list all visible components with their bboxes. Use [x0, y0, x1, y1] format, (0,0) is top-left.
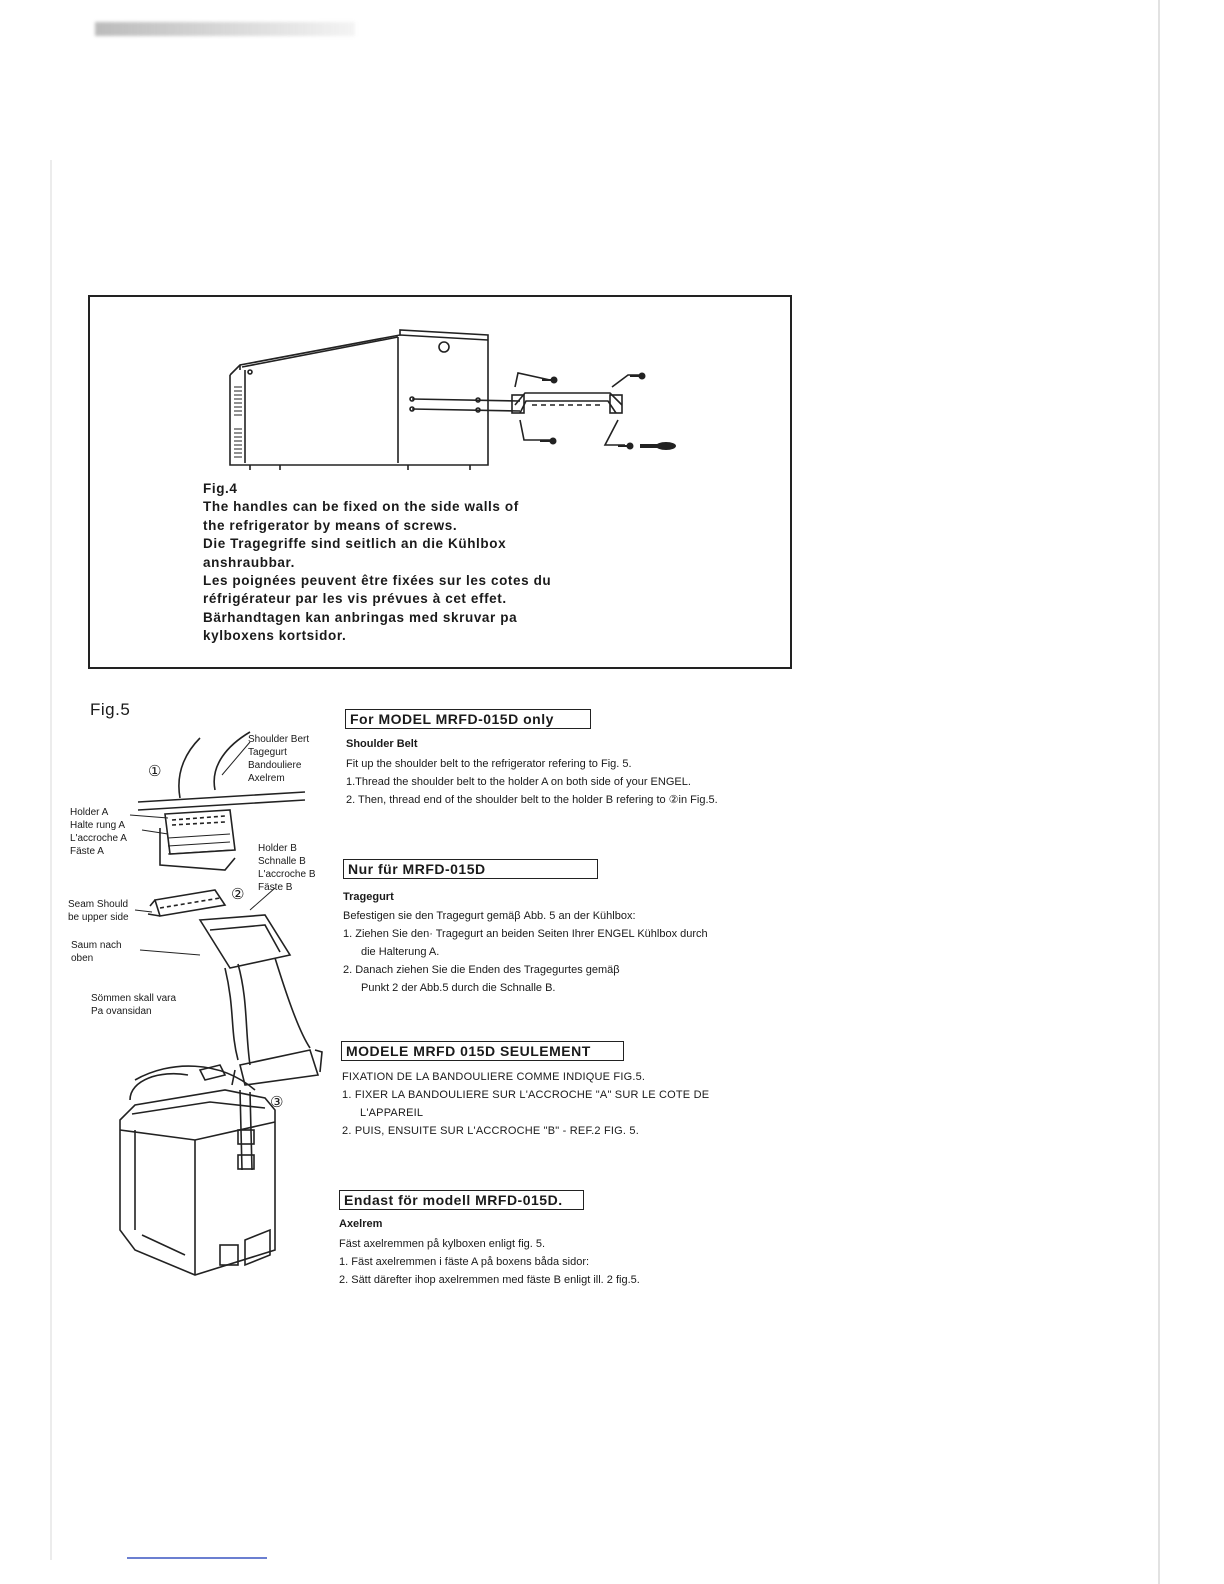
scan-smudge — [95, 22, 355, 36]
scan-edge-right — [1158, 0, 1160, 1584]
callout-text: Fäste A — [70, 846, 104, 857]
section-title-fr: MODELE MRFD 015D SEULEMENT — [341, 1041, 624, 1061]
scan-line-bottom — [127, 1557, 267, 1559]
section-body-de: Befestigen sie den Tragegurt gemäβ Abb. … — [343, 907, 708, 997]
callout-text: Fäste B — [258, 882, 293, 893]
fig4-caption: Fig.4 The handles can be fixed on the si… — [203, 480, 623, 646]
body-line: 2. Sätt därefter ihop axelremmen med fäs… — [339, 1274, 640, 1286]
callout-text: Tagegurt — [248, 747, 287, 758]
section-body-sv: Fäst axelremmen på kylboxen enligt fig. … — [339, 1235, 640, 1289]
fig4-line: Die Tragegriffe sind seitlich an die Küh… — [203, 536, 507, 552]
body-line: 1. FIXER LA BANDOULIERE SUR L'ACCROCHE "… — [342, 1089, 710, 1101]
fig4-frame — [88, 295, 792, 669]
section-subtitle-en: Shoulder Belt — [346, 738, 418, 750]
section-title-sv: Endast för modell MRFD-015D. — [339, 1190, 584, 1210]
body-line: 2. Danach ziehen Sie die Enden des Trage… — [343, 964, 620, 976]
body-line: FIXATION DE LA BANDOULIERE COMME INDIQUE… — [342, 1071, 646, 1083]
callout-text: Sömmen skall vara — [91, 993, 177, 1004]
callout-shoulder-belt: Shoulder Bert Tagegurt Bandouliere Axelr… — [248, 733, 309, 785]
fig4-label: Fig.4 — [203, 481, 238, 496]
fig5-label: Fig.5 — [90, 700, 131, 719]
fig4-line: the refrigerator by means of screws. — [203, 517, 458, 533]
callout-text: L'accroche A — [70, 833, 127, 844]
body-line: Punkt 2 der Abb.5 durch die Schnalle B. — [361, 982, 556, 994]
body-line: Befestigen sie den Tragegurt gemäβ Abb. … — [343, 910, 636, 922]
callout-text: Schnalle B — [258, 856, 306, 867]
callout-text: Shoulder Bert — [248, 734, 310, 745]
body-line: 2. PUIS, ENSUITE SUR L'ACCROCHE "B" - RE… — [342, 1125, 640, 1137]
callout-text: Axelrem — [248, 773, 285, 784]
callout-number-2: ② — [231, 886, 245, 903]
body-line: Fäst axelremmen på kylboxen enligt fig. … — [339, 1238, 546, 1250]
fig4-line: kylboxens kortsidor. — [203, 628, 347, 644]
fig4-handle-illustration — [229, 329, 676, 470]
section-body-en: Fit up the shoulder belt to the refriger… — [346, 755, 718, 809]
fig5-shoulder-belt-illustration — [119, 731, 323, 1276]
fig4-line: Les poignées peuvent être fixées sur les… — [203, 573, 552, 589]
callout-text: Holder A — [70, 807, 109, 818]
callout-holder-b: Holder B Schnalle B L'accroche B Fäste B — [258, 842, 316, 894]
body-line: 1. Fäst axelremmen i fäste A på boxens b… — [339, 1256, 590, 1268]
body-line: 1.Thread the shoulder belt to the holder… — [346, 776, 691, 788]
section-body-fr: FIXATION DE LA BANDOULIERE COMME INDIQUE… — [342, 1068, 709, 1140]
section-title-en: For MODEL MRFD-015D only — [345, 709, 591, 729]
callout-text: be upper side — [68, 912, 129, 923]
callout-text: Halte rung A — [70, 820, 126, 831]
scan-edge-left — [50, 160, 52, 1560]
body-line: 1. Ziehen Sie den· Tragegurt an beiden S… — [343, 928, 708, 940]
section-title-de: Nur für MRFD-015D — [343, 859, 598, 879]
callout-number-3: ③ — [270, 1094, 284, 1111]
callout-seam: Seam Should be upper side — [68, 898, 129, 924]
body-line: die Halterung A. — [361, 946, 440, 958]
callout-text: Saum nach — [71, 940, 122, 951]
fig4-line: réfrigérateur par les vis prévues à cet … — [203, 591, 507, 607]
callout-text: L'accroche B — [258, 869, 316, 880]
body-line: L'APPAREIL — [360, 1107, 424, 1119]
callout-saum: Saum nach oben — [71, 939, 122, 965]
callout-text: Seam Should — [68, 899, 129, 910]
fig4-line: The handles can be fixed on the side wal… — [203, 499, 519, 515]
fig4-line: anshraubbar. — [203, 554, 295, 570]
callout-sommen: Sömmen skall vara Pa ovansidan — [91, 992, 176, 1018]
callout-text: Holder B — [258, 843, 297, 854]
section-subtitle-de: Tragegurt — [343, 891, 394, 903]
body-line: 2. Then, thread end of the shoulder belt… — [346, 794, 718, 806]
callout-number-1: ① — [148, 763, 162, 780]
section-subtitle-sv: Axelrem — [339, 1218, 383, 1230]
fig4-line: Bärhandtagen kan anbringas med skruvar p… — [203, 609, 518, 625]
callout-text: oben — [71, 953, 94, 964]
body-line: Fit up the shoulder belt to the refriger… — [346, 758, 632, 770]
callout-holder-a: Holder A Halte rung A L'accroche A Fäste… — [70, 806, 127, 858]
callout-text: Pa ovansidan — [91, 1006, 152, 1017]
callout-text: Bandouliere — [248, 760, 302, 771]
